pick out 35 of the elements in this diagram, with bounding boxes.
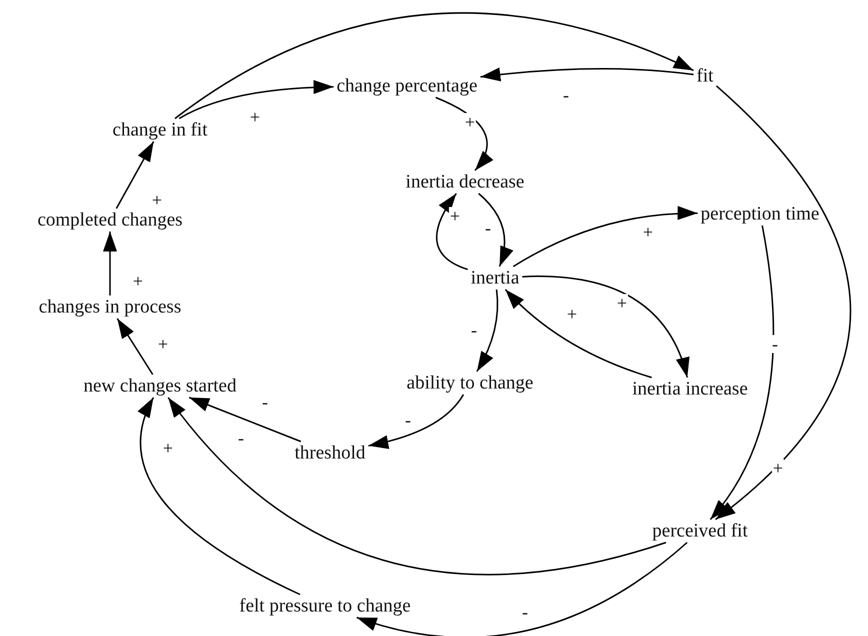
causal-arrow [116, 141, 154, 209]
variable-label: inertia decrease [406, 172, 524, 192]
variable-label: change percentage [336, 76, 478, 96]
variable-label: change in fit [112, 120, 208, 140]
causal-arrow [480, 68, 694, 82]
causal-arrow [168, 397, 666, 575]
causal-arrow [174, 12, 694, 120]
causal-arrow [368, 394, 464, 449]
causal-arrow [103, 232, 117, 296]
causal-arrow [116, 318, 154, 375]
polarity-sign: - [771, 335, 779, 353]
causal-arrow [435, 96, 493, 171]
variable-label: perception time [700, 204, 820, 224]
causal-arrow [436, 193, 468, 270]
variable-label: fit [696, 66, 714, 86]
causal-arrow [710, 225, 774, 520]
variable-label: ability to change [406, 374, 534, 392]
causal-arrow [138, 397, 300, 596]
variable-label: changes in process [38, 298, 182, 316]
causal-arrow [504, 288, 652, 378]
variable-label: threshold [294, 444, 366, 462]
variable-label: completed changes [37, 210, 183, 230]
causal-arrow [178, 80, 334, 120]
causal-arrow [476, 289, 498, 372]
causal-arrow [188, 396, 302, 442]
variable-label: inertia [470, 268, 520, 288]
causal-arrow [522, 276, 688, 378]
causal-arrow [356, 542, 688, 636]
causal-arrow [715, 85, 852, 520]
variable-label: felt pressure to change [239, 596, 411, 616]
variable-label: inertia increase [632, 380, 748, 398]
causal-arrow [478, 192, 513, 267]
causal-arrow [512, 206, 698, 268]
variable-label: perceived fit [652, 522, 748, 540]
variable-label: new changes started [84, 376, 236, 396]
